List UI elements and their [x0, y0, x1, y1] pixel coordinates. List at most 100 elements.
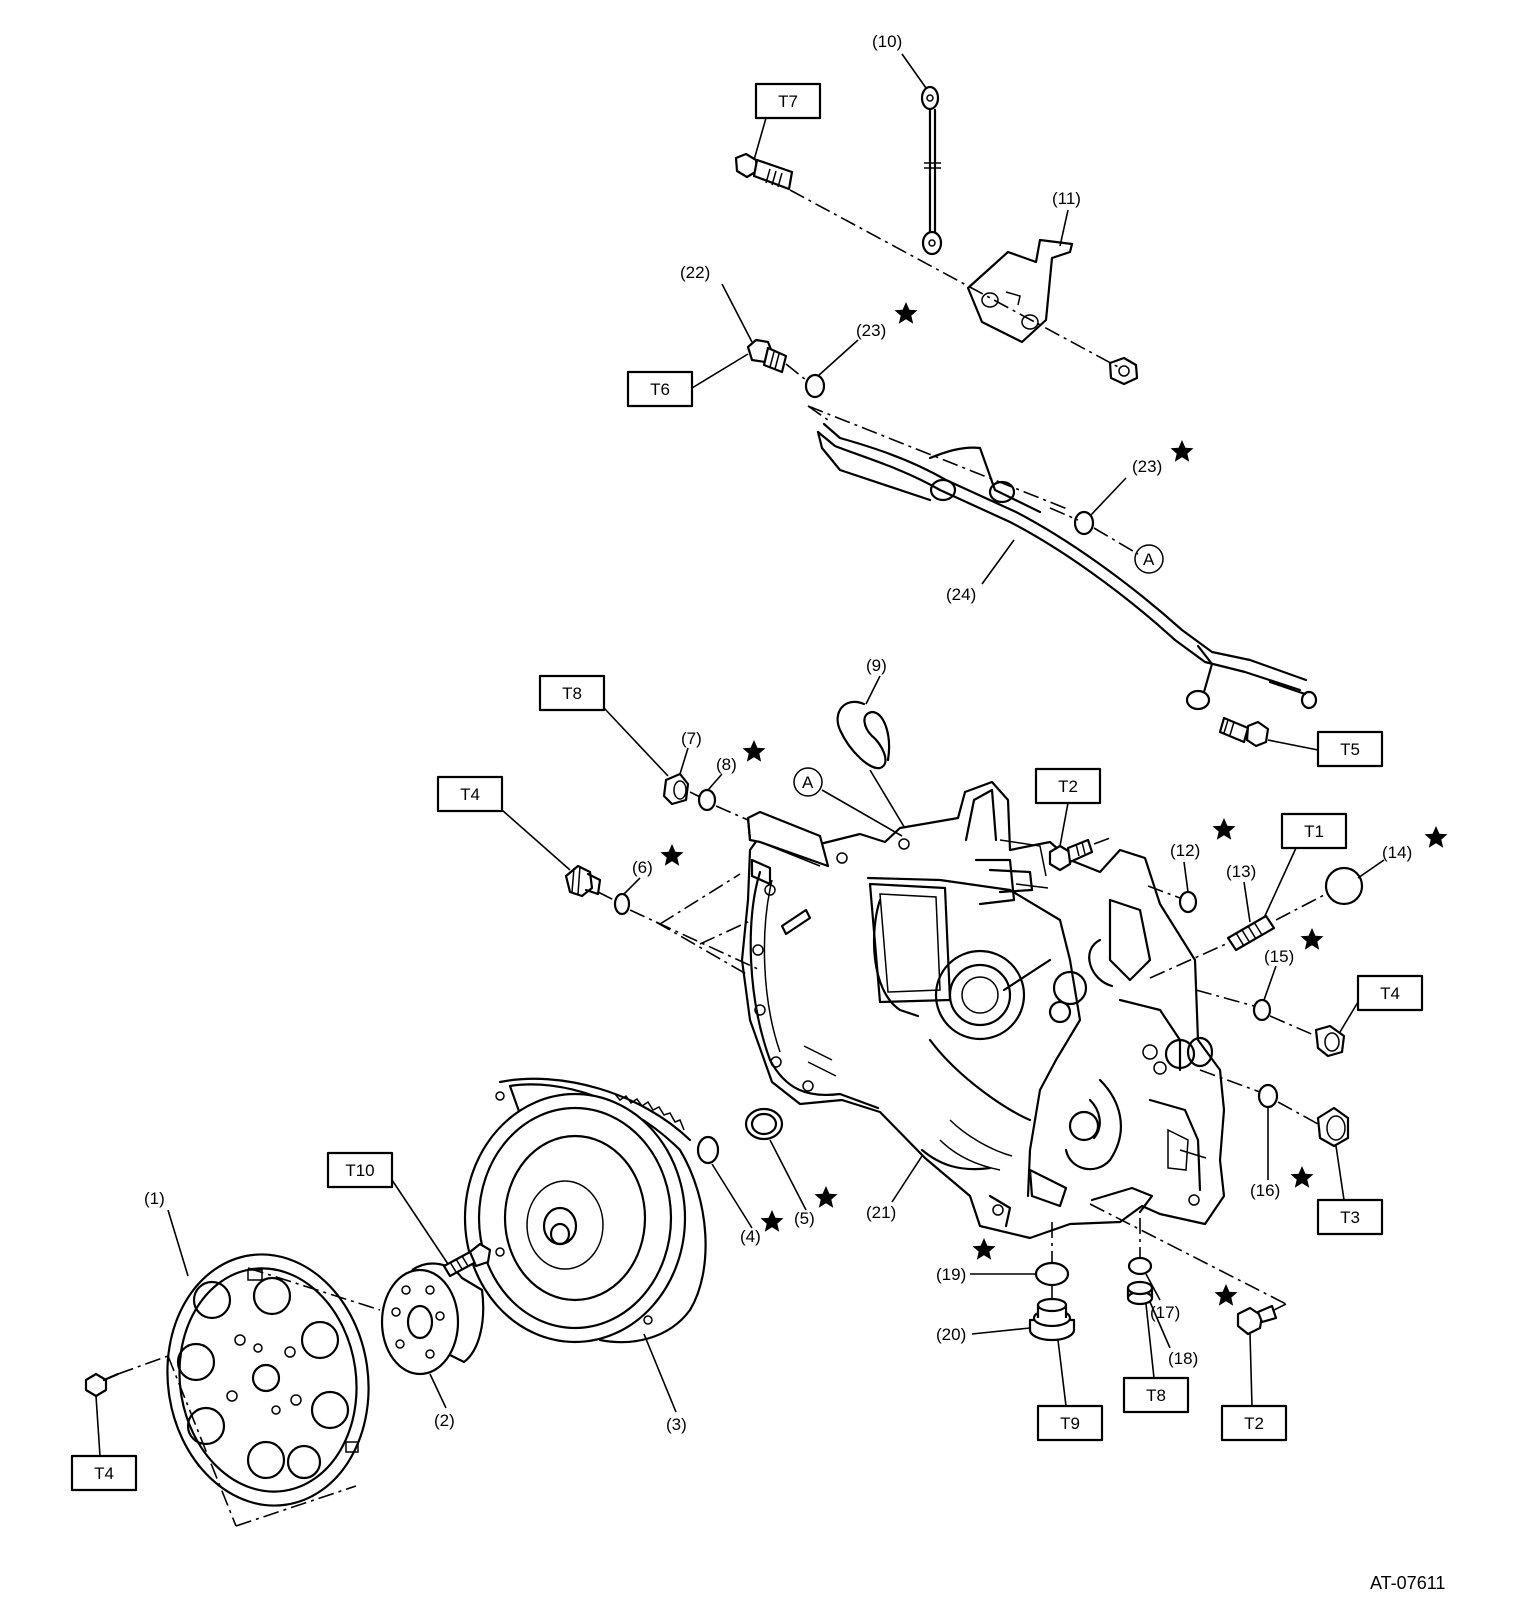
flange-part-2: [380, 1262, 485, 1376]
torque-box-t2-lower: T2: [1220, 1404, 1288, 1442]
label-part-8: (8): [716, 755, 737, 774]
reference-mark-a-upper: [1134, 544, 1164, 574]
label-part-6: (6): [632, 858, 653, 877]
plug-t3: [1316, 1106, 1350, 1148]
star-icon-19: [972, 1238, 996, 1260]
star-icon-17: [1214, 1284, 1238, 1306]
o-ring-part-4: [696, 1135, 720, 1165]
torque-box-t4-left: T4: [436, 775, 504, 813]
torque-box-t5: T5: [1316, 730, 1384, 768]
torque-t1-label: T1: [1304, 822, 1324, 841]
label-part-23-top: (23): [856, 321, 886, 340]
torque-box-t8-upper: T8: [538, 674, 606, 712]
bolt-t5: [1218, 716, 1270, 748]
label-part-20: (20): [936, 1325, 966, 1344]
washer-part-12: [1178, 890, 1198, 914]
reference-mark-a-lower: [793, 767, 823, 797]
label-part-15: (15): [1264, 947, 1294, 966]
torque-box-t3: T3: [1316, 1198, 1384, 1236]
nut-11: [1108, 356, 1139, 386]
reference-mark-a-lower-text: A: [802, 773, 814, 792]
washer-part-17: [1127, 1256, 1153, 1276]
label-part-9: (9): [866, 656, 887, 675]
washer-part-15: [1252, 998, 1272, 1022]
label-part-18: (18): [1168, 1349, 1198, 1368]
label-part-14: (14): [1382, 843, 1412, 862]
banjo-bolt-part-22: [746, 338, 788, 374]
label-part-5: (5): [794, 1209, 815, 1228]
torque-t2-upper-label: T2: [1058, 777, 1078, 796]
oil-pipe-part-24: [816, 422, 1318, 711]
cable-part-10: [920, 85, 943, 256]
label-part-19: (19): [936, 1265, 966, 1284]
plug-part-18: [1126, 1280, 1154, 1306]
plug-part-7: [662, 772, 690, 806]
case-nozzle: [746, 810, 830, 886]
star-icon-15: [1300, 928, 1324, 950]
label-part-2: (2): [434, 1411, 455, 1430]
o-ring-part-19: [1034, 1261, 1070, 1287]
label-part-13: (13): [1226, 862, 1256, 881]
bracket-part-11: [966, 238, 1074, 344]
label-part-3: (3): [666, 1415, 687, 1434]
label-part-23-lower: (23): [1132, 457, 1162, 476]
label-part-7: (7): [681, 729, 702, 748]
star-icon-23-top: [894, 302, 918, 324]
seal-part-9: [836, 700, 891, 770]
plug-t4-right: [1314, 1024, 1346, 1058]
torque-box-t7: T7: [754, 82, 822, 120]
torque-t4-right-label: T4: [1380, 984, 1400, 1003]
label-part-21: (21): [866, 1203, 896, 1222]
label-part-12: (12): [1170, 841, 1200, 860]
torque-t5-label: T5: [1340, 740, 1360, 759]
bolt-t7: [734, 152, 794, 191]
stud-part-13: [1226, 914, 1276, 952]
star-icon-6: [660, 844, 684, 866]
drain-plug-part-20: [1028, 1297, 1076, 1342]
plug-t4-left: [564, 864, 602, 898]
bolt-t10: [442, 1242, 492, 1278]
torque-box-t9: T9: [1036, 1404, 1104, 1442]
torque-t2-lower-label: T2: [1244, 1414, 1264, 1433]
washer-part-23-a: [804, 373, 826, 399]
star-icon-4: [760, 1210, 784, 1232]
label-part-1: (1): [144, 1189, 165, 1208]
torque-box-t1: T1: [1280, 812, 1348, 850]
label-part-16: (16): [1250, 1181, 1280, 1200]
torque-t8-lower-label: T8: [1146, 1386, 1166, 1405]
washer-part-16: [1257, 1083, 1279, 1109]
o-ring-part-14: [1324, 866, 1364, 906]
washer-part-23-b: [1073, 510, 1095, 536]
torque-t10-label: T10: [345, 1161, 374, 1180]
label-part-10: (10): [872, 32, 902, 51]
washer-part-8: [697, 788, 717, 812]
torque-t3-label: T3: [1340, 1208, 1360, 1227]
drive-plate-part-1: [166, 1253, 370, 1507]
torque-box-t10: T10: [326, 1151, 394, 1189]
figure-code: AT-07611: [1370, 1573, 1445, 1593]
oil-seal-part-5: [744, 1107, 784, 1141]
star-icon-12: [1212, 818, 1236, 840]
torque-box-t8-lower: T8: [1122, 1376, 1190, 1414]
torque-t7-label: T7: [778, 92, 798, 111]
bolt-t2-lower: [1236, 1304, 1278, 1336]
torque-t4-left-label: T4: [460, 785, 480, 804]
torque-box-t6: T6: [626, 370, 694, 408]
label-part-24: (24): [946, 585, 976, 604]
label-part-22: (22): [680, 263, 710, 282]
label-part-11: (11): [1052, 189, 1081, 208]
label-part-4: (4): [740, 1227, 761, 1246]
star-icon-8: [742, 740, 766, 762]
label-part-17: (17): [1150, 1303, 1180, 1322]
torque-t6-label: T6: [650, 380, 670, 399]
torque-t4-lower-label: T4: [94, 1464, 114, 1483]
reference-mark-a-upper-text: A: [1143, 550, 1155, 569]
transmission-case-part-21: [740, 780, 1226, 1240]
bolt-t4-lower-left: [84, 1372, 120, 1398]
star-icon-23-lower: [1170, 440, 1194, 462]
torque-box-t4-right: T4: [1356, 974, 1424, 1012]
star-icon-5: [814, 1186, 838, 1208]
torque-t8-upper-label: T8: [562, 684, 582, 703]
